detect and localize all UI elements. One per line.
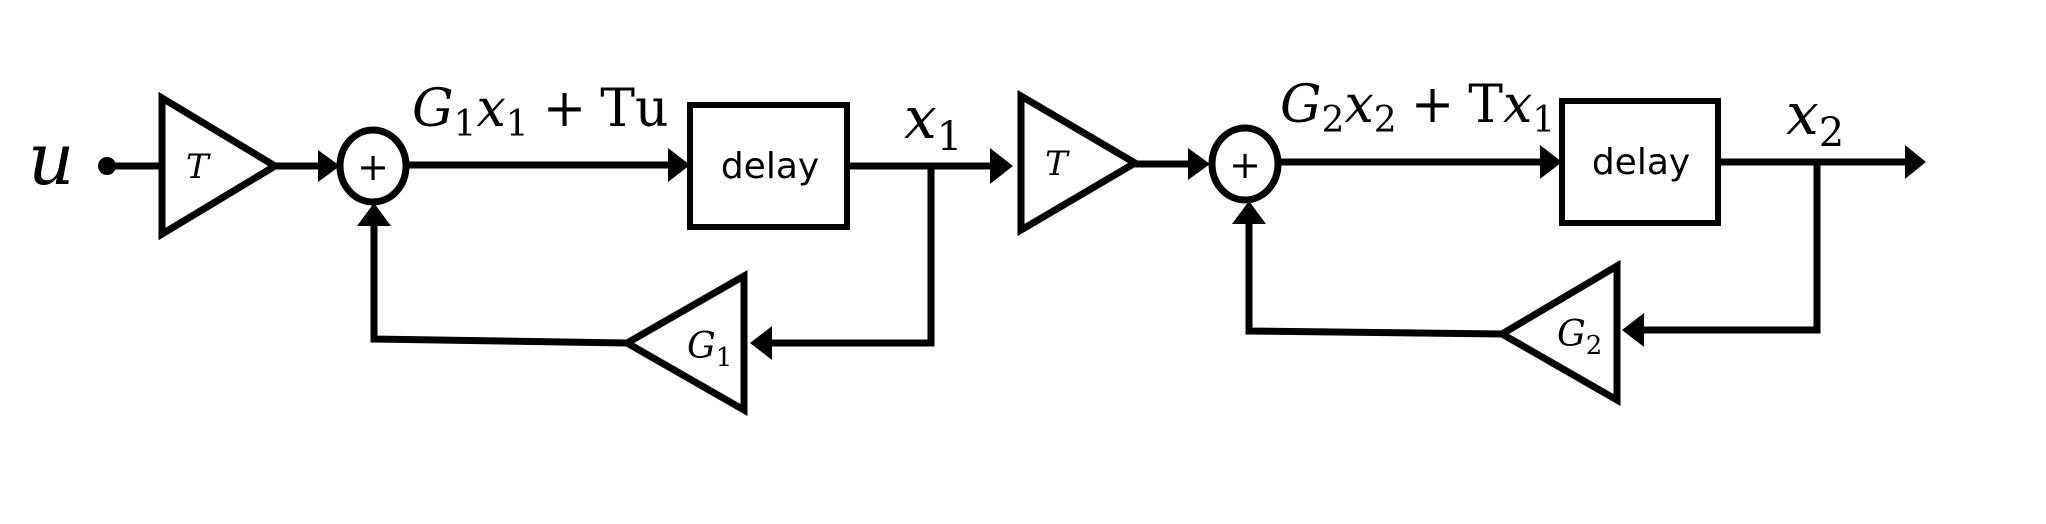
- sum2-tail-x: x: [1503, 75, 1532, 135]
- arrowhead-sum2-feedback: [1232, 201, 1266, 224]
- sum2-tail-x-sub: 1: [1532, 100, 1555, 141]
- svg-text:G2x2+Tx1: G2x2+Tx1: [1280, 75, 1555, 141]
- sum2-tail-t: T: [1468, 75, 1503, 135]
- arrowhead-output: [1905, 145, 1926, 179]
- arrowhead-sum1-input: [318, 150, 340, 182]
- arrowhead-t2-input: [990, 148, 1013, 184]
- delay-1-label: delay: [721, 146, 819, 187]
- svg-text:G1: G1: [687, 326, 732, 373]
- arrowhead-g2-input: [1622, 313, 1644, 347]
- sum1-plus: +: [543, 79, 587, 139]
- sum2-x-sub: 2: [1374, 100, 1397, 141]
- g1-sub: 1: [716, 343, 733, 373]
- output-label-x1: x1: [904, 84, 962, 160]
- sum2-g: G: [1280, 75, 1322, 135]
- x2-label-sub: 2: [1819, 110, 1844, 156]
- feedback-wire-2-right: [1642, 162, 1821, 334]
- gain-block-g2: G2: [1495, 259, 1621, 407]
- gain-t1-label: T: [186, 147, 211, 187]
- output-label-x2: x2: [1786, 80, 1844, 156]
- gain-triangle-g2: [1495, 259, 1621, 407]
- delay-2-box: [1559, 98, 1721, 226]
- feedback-wire-1-right: [770, 166, 935, 347]
- svg-text:x1: x1: [904, 84, 962, 160]
- delay-2-label: delay: [1592, 142, 1690, 183]
- x1-label: x: [904, 84, 937, 152]
- sum1-g: G: [412, 79, 454, 139]
- arrowhead-delay2-input: [1540, 145, 1562, 179]
- x2-label: x: [1786, 80, 1819, 148]
- gain-block-t1: T: [158, 91, 282, 241]
- sum1-g-sub: 1: [454, 104, 477, 145]
- svg-text:G2: G2: [1557, 314, 1602, 361]
- gain-triangle-t2: [1017, 89, 1142, 237]
- sum1-x-sub: 1: [506, 104, 529, 145]
- arrowhead-sum1-feedback: [357, 203, 391, 226]
- arrowhead-g1-input: [750, 326, 772, 360]
- sum2-plus: +: [1411, 75, 1455, 135]
- sum2-g-sub: 2: [1322, 100, 1345, 141]
- x1-label-sub: 1: [937, 114, 962, 160]
- g1-symbol: G: [687, 326, 716, 367]
- sum1-expression-label: G1x1+Tu: [412, 79, 668, 145]
- gain-triangle-g1: [619, 269, 748, 417]
- feedback-wire-2-left: [1245, 220, 1503, 338]
- gain-block-g1: G1: [619, 269, 748, 417]
- delay-block-1: delay: [687, 102, 850, 230]
- g2-sub: 2: [1586, 331, 1603, 361]
- sum1-tail: Tu: [600, 79, 668, 139]
- gain-triangle-t1: [158, 91, 282, 241]
- delay-block-2: delay: [1559, 98, 1721, 226]
- gain-block-t2: T: [1017, 89, 1142, 237]
- arrowhead-sum2-input: [1188, 148, 1210, 180]
- sum2-x: x: [1344, 75, 1373, 135]
- feedback-wire-1-left: [370, 222, 628, 347]
- g2-symbol: G: [1557, 314, 1586, 355]
- sum2-expression-label: G2x2+Tx1: [1280, 75, 1555, 141]
- svg-text:x2: x2: [1786, 80, 1844, 156]
- sum1-x: x: [476, 79, 505, 139]
- summer-2-plus: +: [1229, 143, 1261, 187]
- summing-junction-2: +: [1208, 124, 1282, 204]
- gain-t2-label: T: [1045, 144, 1070, 184]
- arrowhead-delay1-input: [668, 148, 690, 182]
- summer-1-plus: +: [357, 145, 389, 189]
- input-label-u: u: [28, 117, 74, 201]
- svg-text:G1x1+Tu: G1x1+Tu: [412, 79, 668, 145]
- summing-junction-1: +: [336, 126, 410, 206]
